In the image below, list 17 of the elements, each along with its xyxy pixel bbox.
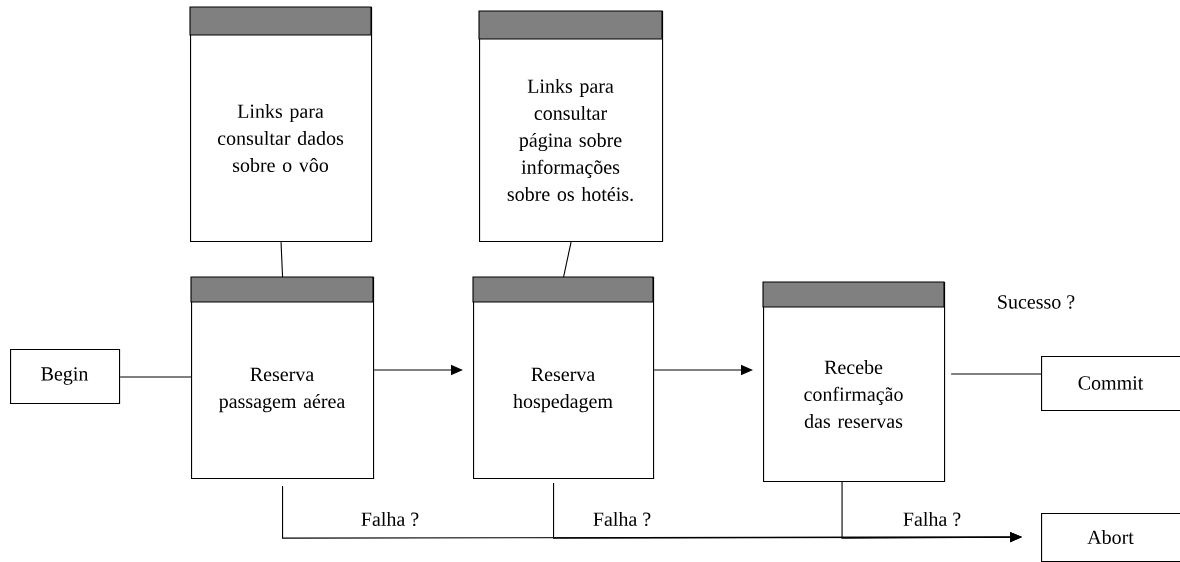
card-box: Links para consultar dados sobre o vôo <box>189 6 373 243</box>
edge-label: Falha ? <box>593 511 651 527</box>
connector-line <box>563 241 572 278</box>
edge-label: Falha ? <box>361 511 419 527</box>
process-box: Reserva hospedagem <box>472 276 655 480</box>
condition-label: Sucesso ? <box>998 295 1075 309</box>
connector-line <box>280 241 284 278</box>
process-box: Reserva passagem aérea <box>190 276 375 480</box>
card-box: Links para consultar página sobre informações sobre os hotéis. <box>478 10 664 243</box>
connector-line <box>950 373 1042 375</box>
end-box: Commit <box>1041 356 1180 412</box>
start-box: Begin <box>10 349 121 405</box>
edge-label: Falha ? <box>903 511 961 527</box>
end-box: Abort <box>1041 513 1180 562</box>
arrow <box>841 481 1022 543</box>
process-box: Recebe confirmação das reservas <box>762 281 946 483</box>
connector-line <box>119 376 192 378</box>
